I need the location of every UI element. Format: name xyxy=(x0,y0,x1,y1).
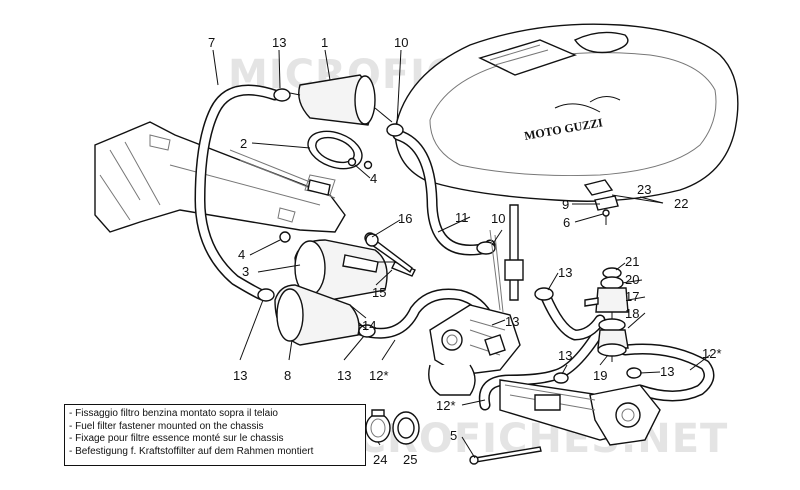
washer-4 xyxy=(279,231,291,243)
clamp-24 xyxy=(365,409,391,443)
callout-14: 14 xyxy=(362,318,376,333)
tank-fasteners xyxy=(594,195,619,225)
callout-4-lower: 4 xyxy=(238,247,245,262)
callout-23: 23 xyxy=(637,182,651,197)
callout-18: 18 xyxy=(625,306,639,321)
callout-25: 25 xyxy=(403,452,417,467)
callout-13-g: 13 xyxy=(337,368,351,383)
callout-17: 17 xyxy=(625,289,639,304)
callout-21: 21 xyxy=(625,254,639,269)
callout-1: 1 xyxy=(321,35,328,50)
legend-line-german: - Befestigung f. Kraftstoffilter auf dem… xyxy=(69,445,314,457)
legend-line-english: - Fuel filter fastener mounted on the ch… xyxy=(69,420,264,432)
legend-line-french: - Fixage pour filtre essence monté sur l… xyxy=(69,433,284,445)
callout-6: 6 xyxy=(563,215,570,230)
washer-4-upper xyxy=(363,160,373,170)
callout-13-b: 13 xyxy=(558,265,572,280)
legend-line-italian: - Fissaggio filtro benzina montato sopra… xyxy=(69,408,278,419)
callout-15: 15 xyxy=(372,285,386,300)
callout-10-lower: 10 xyxy=(491,211,505,226)
callout-20: 20 xyxy=(625,272,639,287)
callout-labels: 7 13 1 10 2 4 16 4 3 15 14 11 10 13 13 9… xyxy=(208,35,722,467)
callout-13: 13 xyxy=(272,35,286,50)
callout-5: 5 xyxy=(450,428,457,443)
fuel-rail xyxy=(499,379,661,446)
clamp-25 xyxy=(392,411,420,445)
callout-13-f: 13 xyxy=(233,368,247,383)
callout-22: 22 xyxy=(674,196,688,211)
callout-4: 4 xyxy=(370,171,377,186)
leader-lines xyxy=(212,49,711,459)
legend-box: - Fissaggio filtro benzina montato sopra… xyxy=(64,404,366,466)
callout-10: 10 xyxy=(394,35,408,50)
callout-7: 7 xyxy=(208,35,215,50)
callout-13-c: 13 xyxy=(505,314,519,329)
callout-13-e: 13 xyxy=(660,364,674,379)
frame-chassis xyxy=(94,121,346,233)
fuel-tank: MOTO GUZZI xyxy=(394,23,739,202)
callout-16: 16 xyxy=(398,211,412,226)
callout-12-lower: 12* xyxy=(436,398,456,413)
bolt-15 xyxy=(365,233,413,274)
callout-13-d: 13 xyxy=(558,348,572,363)
fuel-filter-8 xyxy=(274,284,368,346)
callout-12-mid: 12* xyxy=(369,368,389,383)
fuel-filter-top xyxy=(284,74,393,126)
callout-8: 8 xyxy=(284,368,291,383)
callout-3: 3 xyxy=(242,264,249,279)
clamp-2 xyxy=(307,130,363,170)
fuel-tap-assembly xyxy=(584,267,629,362)
callout-11: 11 xyxy=(455,210,469,225)
frame-bracket xyxy=(307,179,331,196)
fuel-filter-3 xyxy=(294,232,416,301)
callout-9: 9 xyxy=(562,197,569,212)
callout-24: 24 xyxy=(373,452,387,467)
callout-2: 2 xyxy=(240,136,247,151)
callout-12-right: 12* xyxy=(702,346,722,361)
callout-19: 19 xyxy=(593,368,607,383)
